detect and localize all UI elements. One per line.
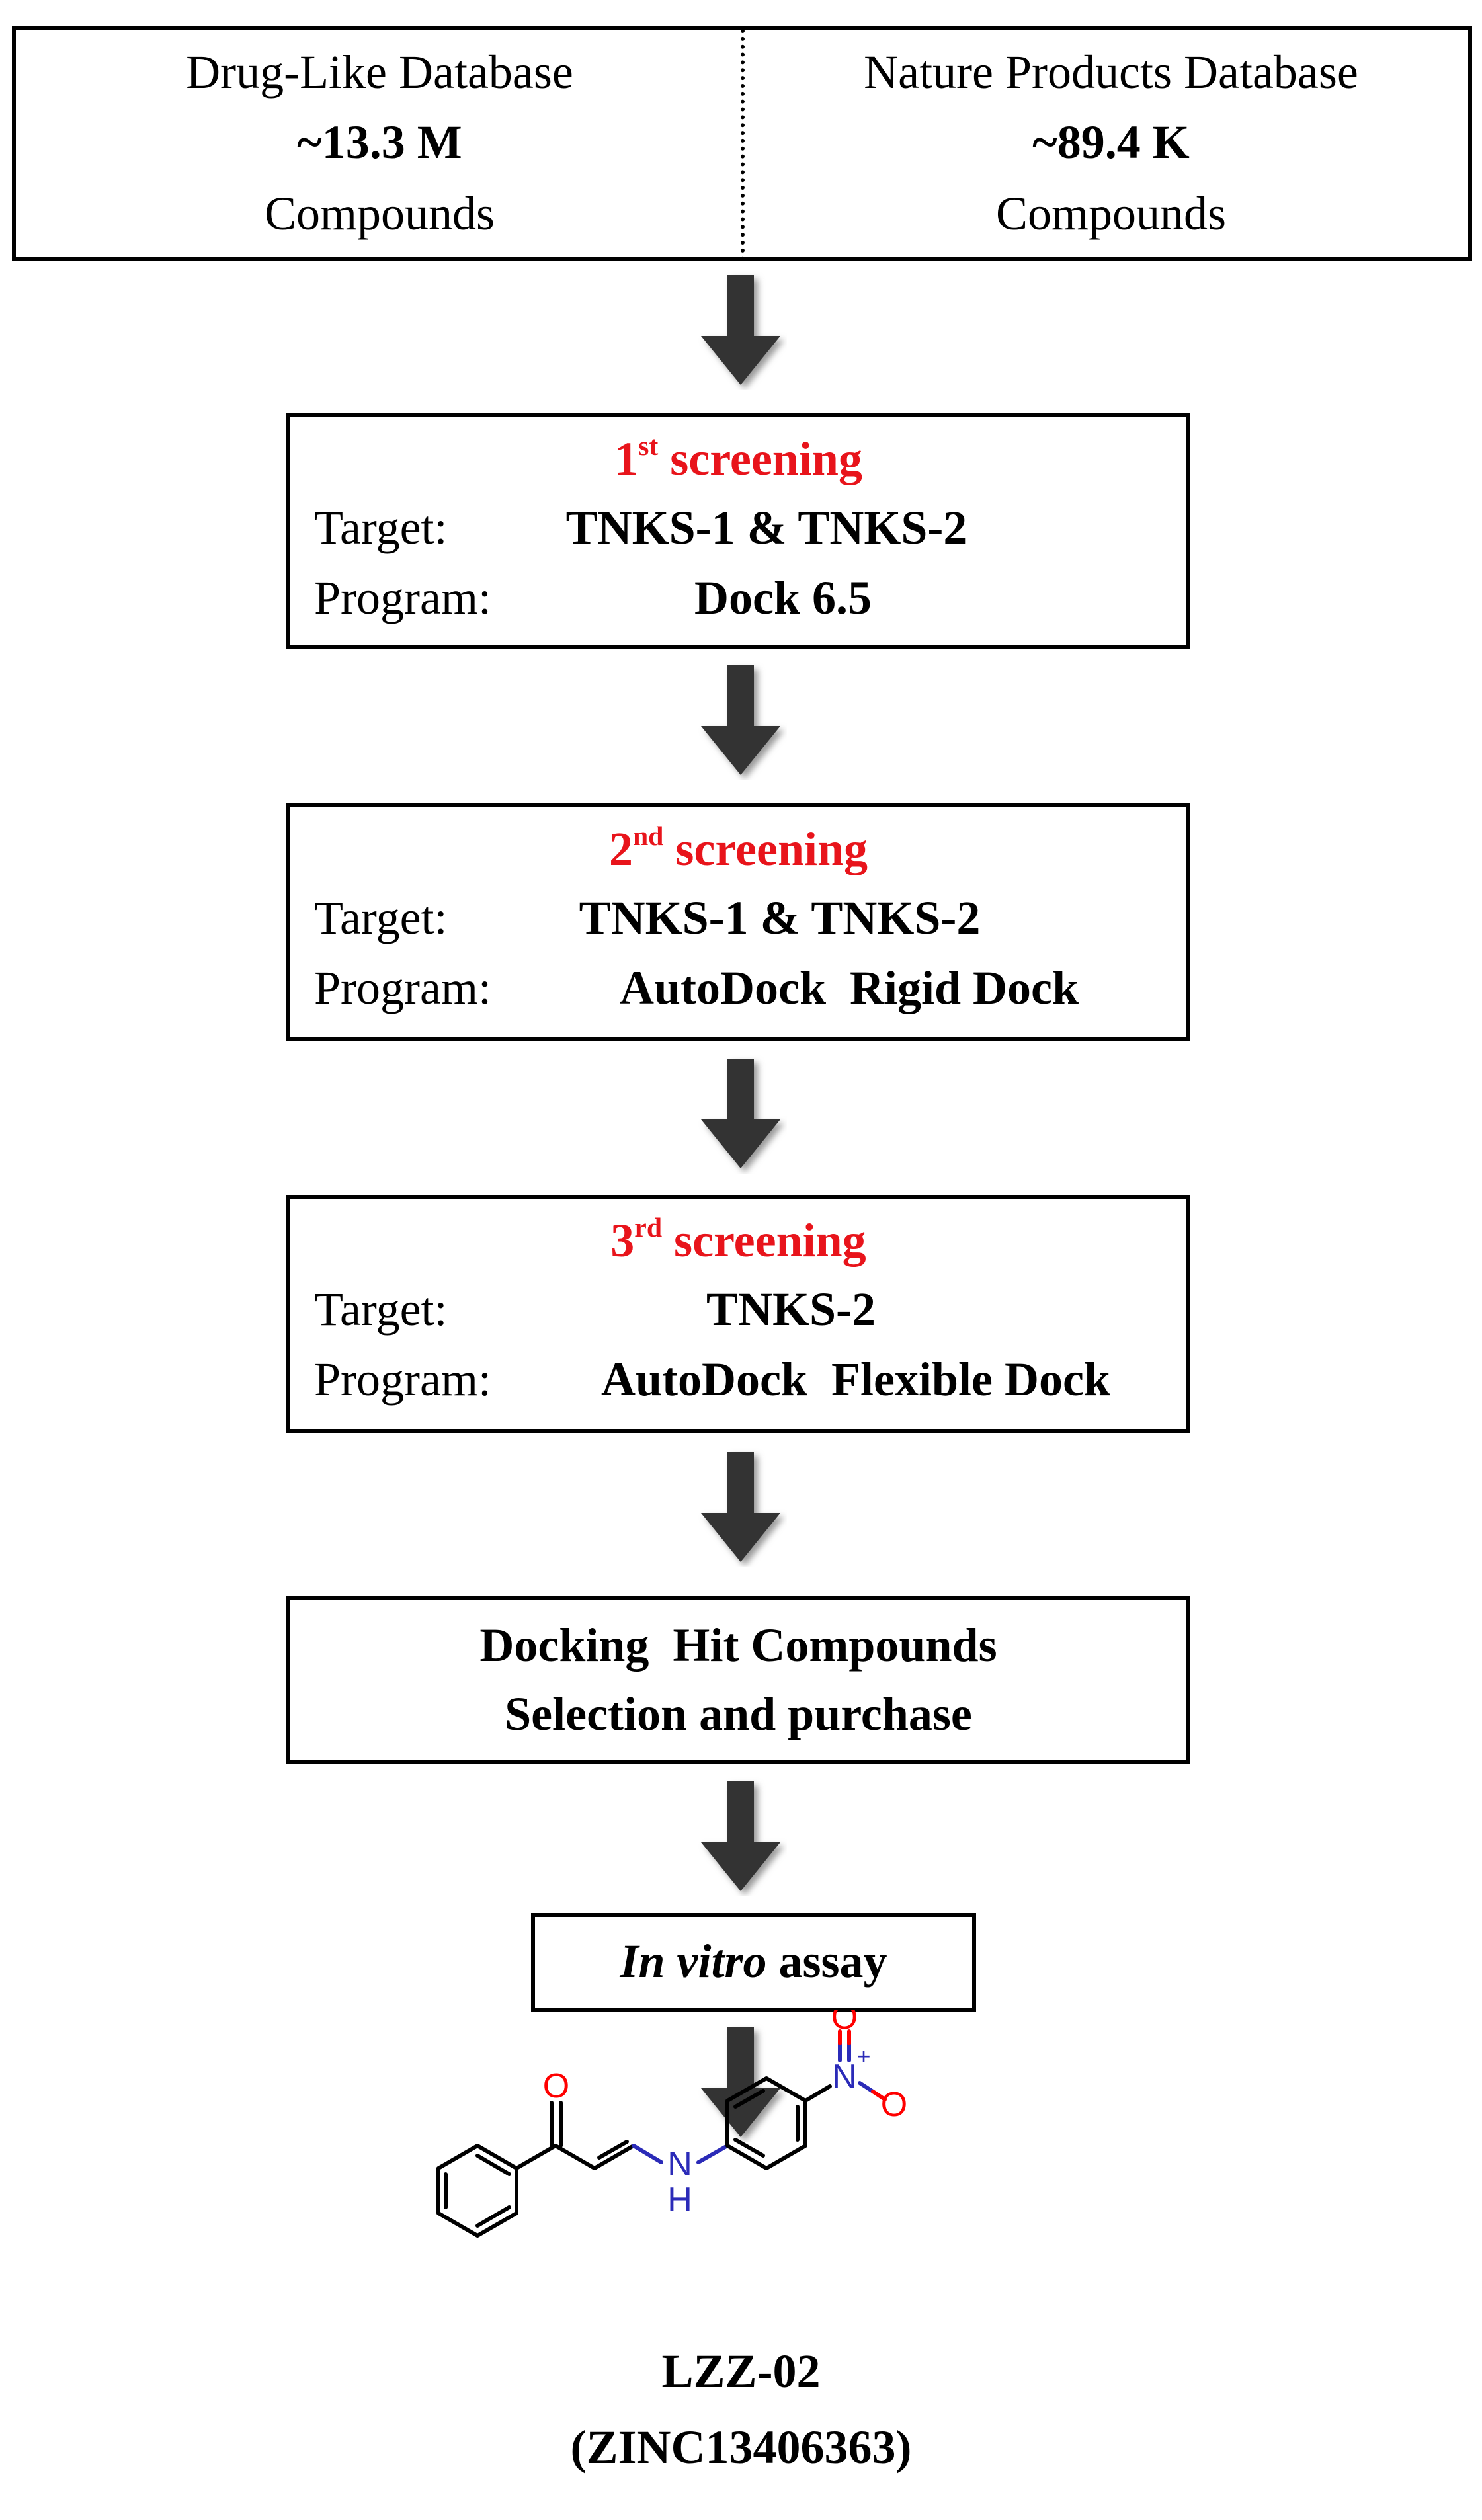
screening-2-ordinal-suffix: nd	[632, 821, 664, 852]
screening-3-target-label: Target:	[314, 1283, 448, 1336]
molecule-structure: O N H N + O - O	[436, 2010, 907, 2238]
screening-3-heading: 3rd screening	[290, 1213, 1186, 1268]
screening-1-title: screening	[670, 432, 862, 485]
screening-1-target-label: Target:	[314, 501, 448, 554]
docking-hit-box: Docking Hit Compounds Selection and purc…	[286, 1596, 1190, 1764]
flow-arrow	[701, 1452, 784, 1566]
screening-1-program-label: Program:	[314, 571, 491, 624]
nitro-charge-plus: +	[856, 2043, 870, 2070]
screening-1-ordinal-suffix: st	[638, 430, 659, 462]
screening-3-title: screening	[674, 1214, 866, 1267]
screening-1-heading: 1st screening	[290, 432, 1186, 487]
assay-word: assay	[766, 1935, 887, 1988]
nature-products-database-panel: Nature Products Database ~89.4 K Compoun…	[750, 30, 1472, 257]
docking-hit-line-2: Selection and purchase	[505, 1687, 972, 1740]
benzene-ring	[436, 2144, 518, 2238]
nitrophenyl-ring	[725, 2076, 807, 2170]
flow-arrow	[701, 275, 784, 389]
database-divider	[741, 29, 745, 261]
flow-arrow	[701, 1781, 784, 1895]
screening-2-ordinal: 2	[608, 823, 633, 875]
drug-like-database-count: ~13.3 M	[297, 116, 462, 169]
flow-arrow	[701, 1059, 784, 1172]
amine-nitrogen-label: N	[667, 2145, 692, 2183]
flow-arrow	[701, 2027, 784, 2141]
screening-1-program: Dock 6.5	[694, 571, 872, 624]
screening-3-program-label: Program:	[314, 1353, 491, 1406]
nature-products-database-count: ~89.4 K	[1032, 116, 1190, 169]
screening-2-target-label: Target:	[314, 891, 448, 944]
in-vitro-assay-box: In vitro assay	[531, 1913, 976, 2012]
screening-3-program: AutoDock Flexible Dock	[601, 1353, 1110, 1406]
in-vitro-assay-label: In vitro assay	[535, 1934, 972, 1989]
nitro-nitrogen-label: N	[832, 2058, 857, 2096]
flow-arrow	[701, 665, 784, 779]
nitro-oxygen-top-label: O	[831, 2010, 858, 2037]
compound-zinc-id: (ZINC13406363)	[570, 2421, 912, 2474]
screening-2-program-label: Program:	[314, 961, 491, 1014]
screening-3-ordinal-suffix: rd	[634, 1212, 663, 1243]
screening-1-ordinal: 1	[614, 432, 639, 485]
drug-like-database-panel: Drug-Like Database ~13.3 M Compounds	[16, 30, 743, 257]
screening-box-2: 2nd screening Target: TNKS-1 & TNKS-2 Pr…	[286, 803, 1190, 1041]
amine-hydrogen-label: H	[667, 2181, 692, 2219]
screening-2-title: screening	[675, 823, 868, 875]
drug-like-database-name: Drug-Like Database	[186, 46, 573, 99]
screening-3-ordinal: 3	[610, 1214, 635, 1267]
screening-2-heading: 2nd screening	[290, 822, 1186, 877]
nature-products-database-name: Nature Products Database	[864, 46, 1358, 99]
screening-1-target: TNKS-1 & TNKS-2	[565, 501, 967, 554]
nitro-oxygen-right-label: O	[881, 2086, 907, 2124]
nature-products-database-unit: Compounds	[995, 187, 1227, 240]
compound-name: LZZ-02	[661, 2345, 821, 2398]
in-vitro-italic: In vitro	[620, 1935, 767, 1988]
screening-2-target: TNKS-1 & TNKS-2	[579, 891, 981, 944]
docking-hit-line-1: Docking Hit Compounds	[479, 1619, 997, 1672]
drug-like-database-unit: Compounds	[264, 187, 495, 240]
carbonyl-oxygen-label: O	[543, 2067, 569, 2105]
screening-2-program: AutoDock Rigid Dock	[619, 961, 1079, 1014]
screening-box-3: 3rd screening Target: TNKS-2 Program: Au…	[286, 1195, 1190, 1433]
screening-box-1: 1st screening Target: TNKS-1 & TNKS-2 Pr…	[286, 413, 1190, 649]
screening-3-target: TNKS-2	[706, 1283, 876, 1336]
